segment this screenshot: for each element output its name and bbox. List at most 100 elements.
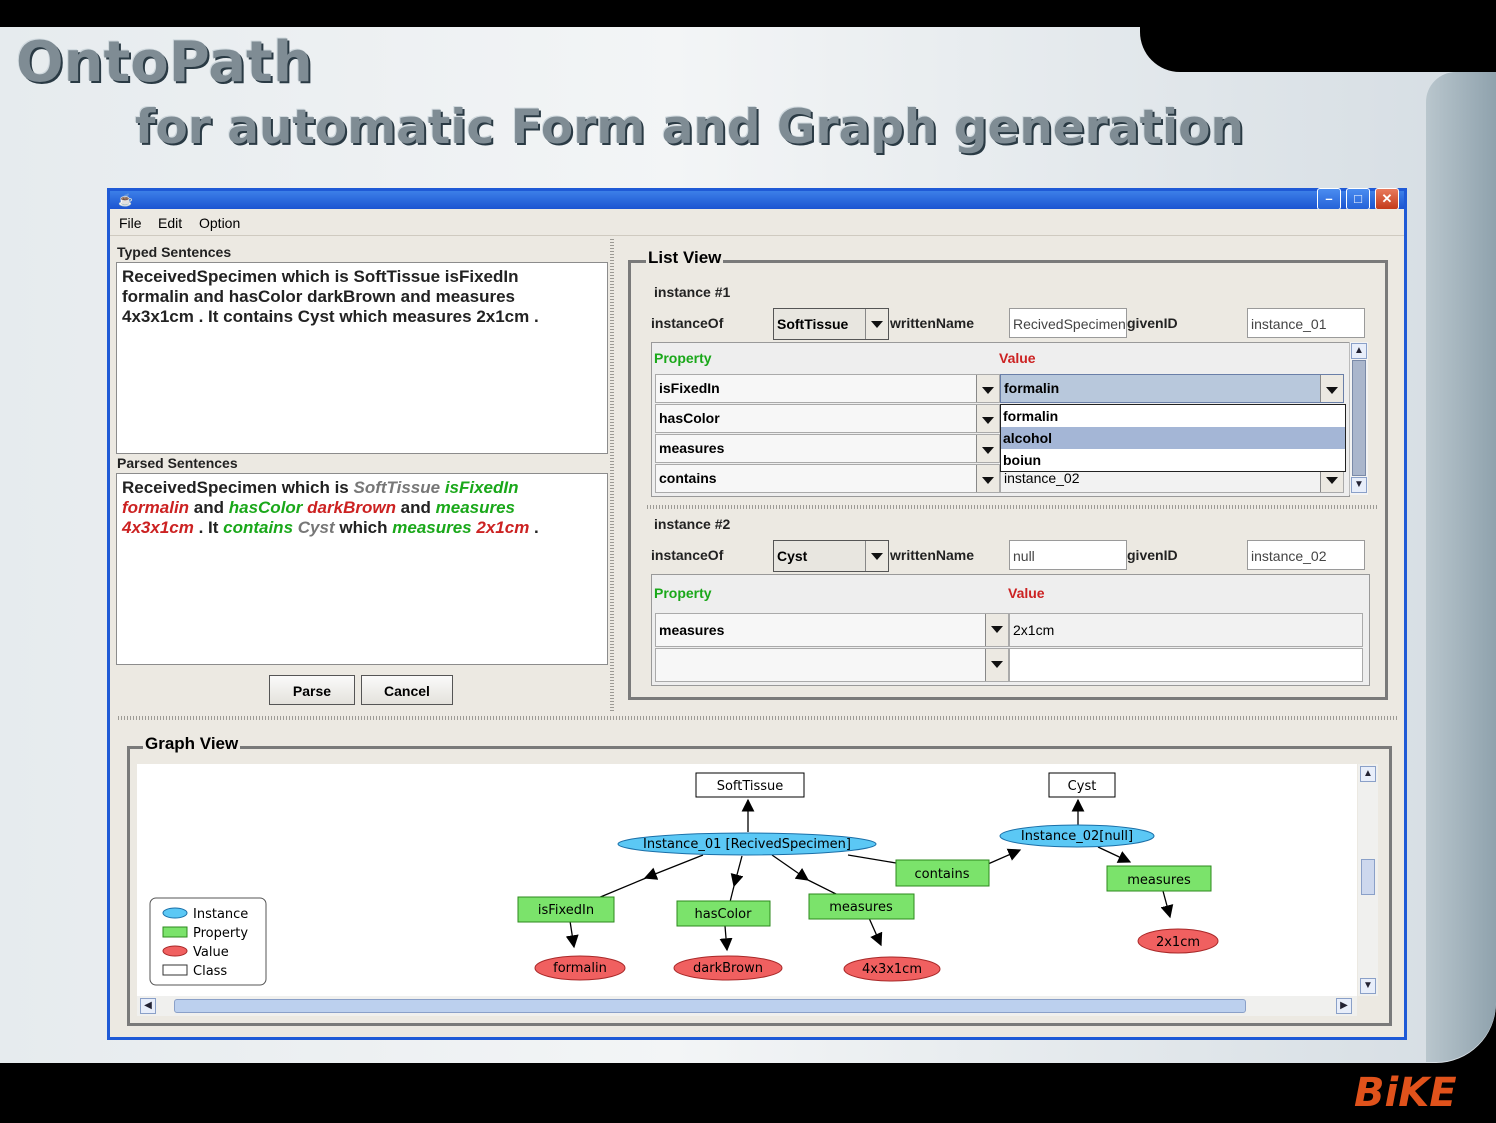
parsed-text: . [529,518,539,537]
instance-of-select[interactable]: SoftTissue [773,308,889,340]
menu-edit[interactable]: Edit [158,215,183,231]
maximize-button[interactable]: □ [1346,188,1370,210]
java-cup-icon: ☕ [118,193,133,207]
scroll-thumb[interactable] [1361,859,1375,895]
parsed-property-token: hasColor [228,498,303,517]
value-field[interactable] [1009,648,1363,682]
close-icon: ✕ [1381,191,1393,206]
slide-panel-notch [1140,27,1496,72]
property-name: measures [659,440,725,456]
written-name-field[interactable]: null [1009,540,1127,570]
property-select[interactable]: contains [655,464,1000,493]
scroll-down-icon[interactable]: ▼ [1360,978,1376,994]
class-node-softtissue[interactable]: SoftTissue [695,772,805,798]
graph-edges [565,798,1174,952]
menu-option[interactable]: Option [199,215,241,231]
property-select[interactable]: isFixedIn [655,374,1000,403]
instance-divider[interactable] [647,505,1377,509]
value-field[interactable]: 2x1cm [1009,613,1363,647]
class-node-cyst[interactable]: Cyst [1048,772,1116,798]
property-select[interactable]: measures [655,434,1000,463]
class-label: Cyst [1068,779,1097,794]
parsed-property-token: isFixedIn [444,478,519,497]
split-divider-vertical[interactable] [610,239,614,711]
written-name-field[interactable]: RecivedSpecimen [1009,308,1127,338]
parsed-line-3: 4x3x1cm . It contains Cyst which measure… [122,518,539,538]
minimize-button[interactable]: – [1317,188,1341,210]
scroll-thumb[interactable] [174,999,1246,1013]
slide-decoration-band [1426,72,1496,1062]
legend-instance-swatch [162,907,188,919]
value-node-darkbrown[interactable]: darkBrown [673,955,783,981]
legend-instance-label: Instance [193,907,248,922]
dropdown-option-highlighted[interactable]: alcohol [1001,427,1345,449]
property-node-measures-1[interactable]: measures [808,893,915,920]
dropdown-option[interactable]: formalin [1003,408,1059,424]
scroll-up-icon[interactable]: ▲ [1351,343,1367,359]
property-label: isFixedIn [538,903,594,918]
graph-horizontal-scrollbar[interactable]: ◀ ▶ [137,996,1357,1016]
value-label: 2x1cm [1156,935,1200,950]
parsed-line-2: formalin and hasColor darkBrown and meas… [122,498,515,518]
split-divider-horizontal[interactable] [118,716,1398,720]
chevron-down-icon [976,375,999,402]
property-node-isfixedin[interactable]: isFixedIn [517,896,615,923]
value-dropdown-list: formalin alcohol boiun [1000,404,1346,472]
slide-title: OntoPath [16,30,313,95]
instance-of-select[interactable]: Cyst [773,540,889,572]
property-node-measures-2[interactable]: measures [1106,865,1212,892]
brand-logo: BiKE [1354,1070,1457,1116]
instance-node-1[interactable]: Instance_01 [RecivedSpecimen] [617,832,877,856]
menu-file[interactable]: File [119,215,142,231]
legend-value-swatch [162,945,188,957]
dropdown-option[interactable]: boiun [1003,452,1042,468]
parsed-value-token: 2x1cm [476,518,530,537]
list-view-group [628,260,1388,700]
typed-sentences-header: Typed Sentences [117,244,232,260]
chevron-down-icon [976,465,999,492]
scroll-thumb[interactable] [1352,360,1366,476]
graph-view-title: Graph View [143,734,241,754]
parse-button[interactable]: Parse [269,675,355,705]
parsed-text: which [334,518,393,537]
typed-sentences-textarea[interactable]: ReceivedSpecimen which is SoftTissue isF… [116,262,608,454]
property-name: measures [659,622,725,638]
table-scrollbar[interactable]: ▲ ▼ [1349,342,1368,495]
parsed-sentences-textarea[interactable]: ReceivedSpecimen which is SoftTissue isF… [116,473,608,665]
property-select[interactable] [655,648,1009,682]
property-select[interactable]: measures [655,613,1009,647]
legend-class-label: Class [193,964,227,979]
value-node-size-2[interactable]: 2x1cm [1137,928,1219,954]
property-select[interactable]: hasColor [655,404,1000,433]
typed-line-1: ReceivedSpecimen which is SoftTissue isF… [122,267,519,286]
scroll-down-icon[interactable]: ▼ [1351,477,1367,493]
given-id-field[interactable]: instance_01 [1247,308,1365,338]
edge [1097,846,1132,863]
parsed-value-token: darkBrown [307,498,396,517]
parsed-value-token: 4x3x1cm [122,518,194,537]
scroll-left-icon[interactable]: ◀ [140,998,156,1014]
parsed-class-token: Cyst [297,518,335,537]
instance-node-2[interactable]: Instance_02[null] [999,824,1155,848]
cancel-button[interactable]: Cancel [361,675,453,705]
instance-of-label: instanceOf [651,315,724,331]
class-label: SoftTissue [717,779,784,794]
chevron-down-icon [865,309,888,339]
instance-2-title: instance #2 [654,516,731,532]
property-node-contains[interactable]: contains [895,859,990,887]
property-column-header: Property [654,350,712,366]
value-node-formalin[interactable]: formalin [534,955,626,981]
value-select-open[interactable]: formalin [1000,374,1344,403]
graph-canvas[interactable]: SoftTissue Cyst Instance_01 [RecivedSpec… [137,764,1357,996]
given-id-field[interactable]: instance_02 [1247,540,1365,570]
graph-vertical-scrollbar[interactable]: ▲ ▼ [1358,764,1378,996]
instance-of-label: instanceOf [651,547,724,563]
scroll-right-icon[interactable]: ▶ [1336,998,1352,1014]
value-node-size-1[interactable]: 4x3x1cm [843,956,941,982]
property-node-hascolor[interactable]: hasColor [676,900,771,927]
close-button[interactable]: ✕ [1375,188,1399,210]
scroll-up-icon[interactable]: ▲ [1360,766,1376,782]
edge [719,925,733,952]
instance-label: Instance_02[null] [1021,829,1133,844]
title-bar[interactable]: ☕ – □ ✕ [110,188,1404,210]
